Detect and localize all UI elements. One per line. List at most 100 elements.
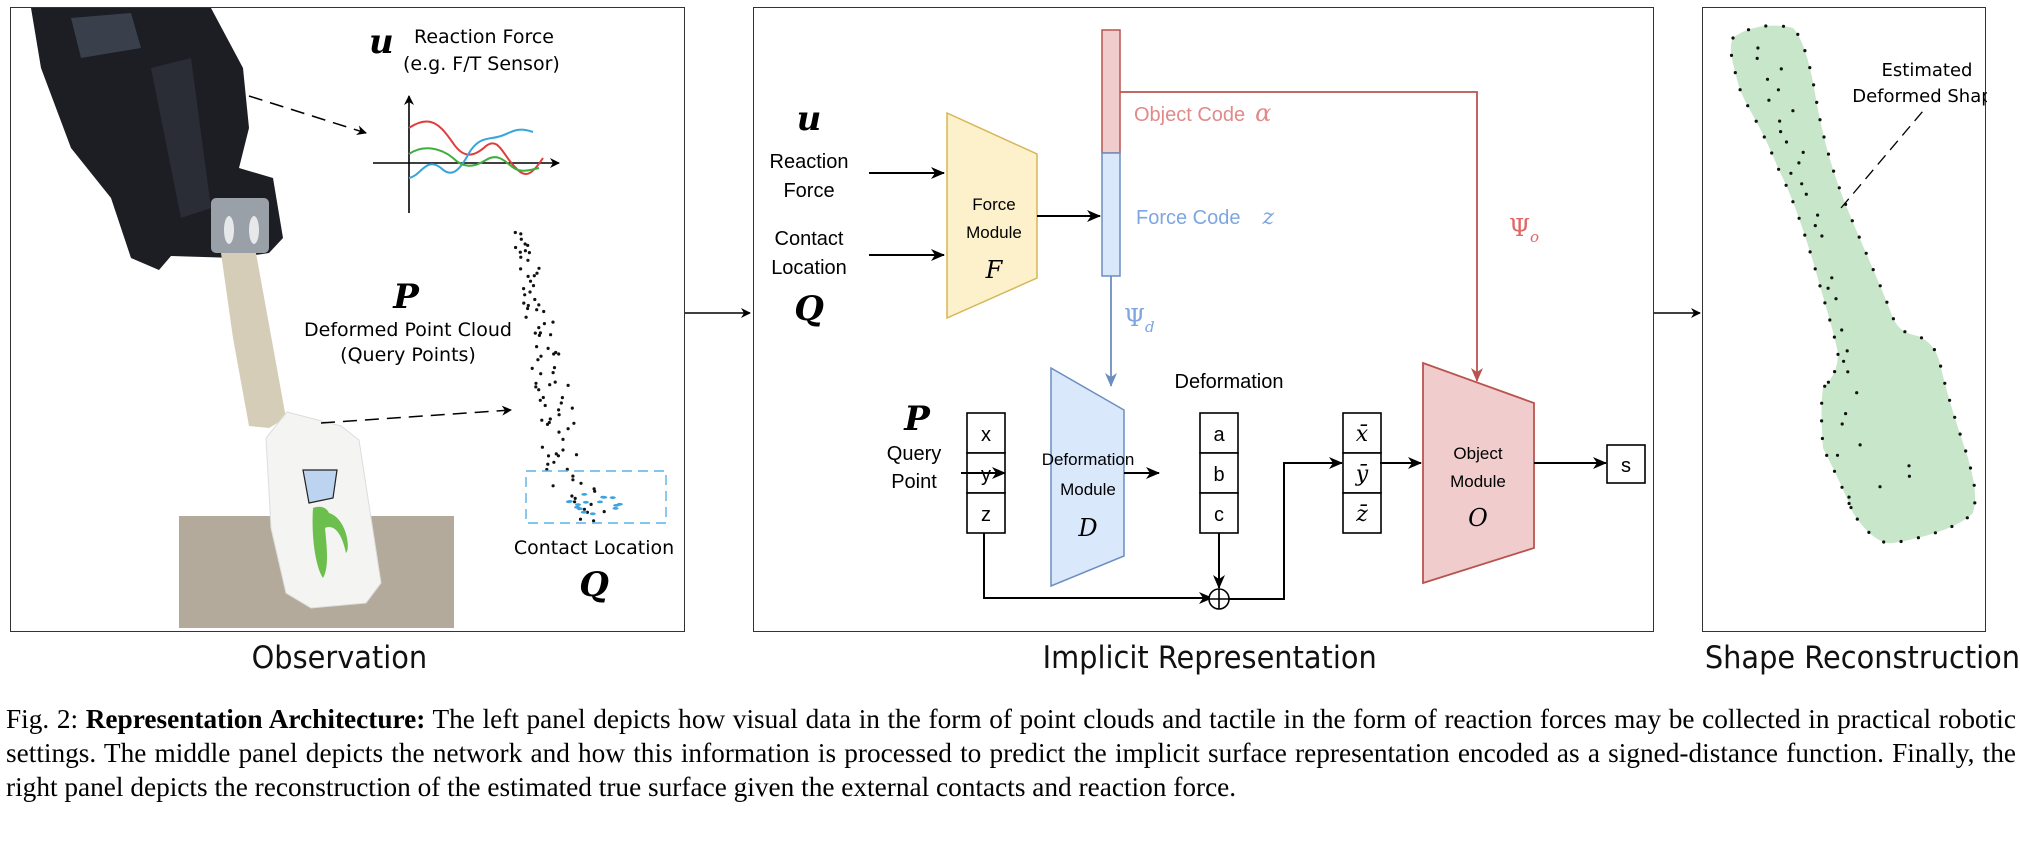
interior-point [1813,224,1817,228]
surface-point [1958,432,1962,436]
surface-point [1850,219,1854,223]
cloud-point [570,494,574,498]
surface-point [1825,453,1829,457]
cloud-point [537,326,541,330]
contact-point [581,493,588,496]
caption-body: The left panel depicts how visual data i… [6,704,2016,802]
surface-point [1885,300,1889,304]
cloud-point [552,352,556,356]
cloud-point [582,507,587,511]
cloud-point [526,306,530,311]
interior-point [1816,213,1820,217]
cloud-point [540,418,544,422]
interior-point [1779,130,1783,134]
cloud-point [514,245,518,250]
deformation-module: Deformation Module D [1042,366,1134,588]
cloud-point [542,322,547,326]
query-point-cell-label: x [981,424,991,446]
contact-point [612,507,619,510]
reconstruction-illustration: Estimated Deformed Shape [1729,24,1987,544]
figure-caption: Fig. 2: Representation Architecture: The… [6,702,2016,804]
query-point-label-2: Point [891,471,937,493]
cloud-point [557,408,561,412]
cloud-point [573,496,577,500]
cloud-point [522,287,526,291]
surface-point [1939,364,1943,368]
query-point-cell [966,412,1006,454]
surface-point [1820,419,1824,423]
cloud-point [538,398,542,402]
cloud-point [538,331,543,335]
observation-illustration: u Reaction Force (e.g. F/T Sensor) P Def… [31,8,674,628]
interior-point [1847,495,1851,499]
surface-point [1847,501,1851,506]
cloud-point [585,510,590,514]
surface-point [1818,284,1822,288]
surface-point [1832,469,1837,473]
interior-point [1776,88,1780,92]
object-code-bar [1101,29,1121,154]
surface-point [1784,183,1788,187]
cloud-point [557,413,561,417]
cloud-point [539,354,543,358]
cloud-point [561,437,565,441]
contact-point [609,496,616,499]
surface-point [1832,335,1836,339]
interior-point [1849,506,1853,510]
cloud-point [543,403,547,408]
cloud-point [572,421,576,425]
contact-point [575,503,581,506]
surface-point [1808,250,1812,254]
implicit-representation-title: Implicit Representation [1042,640,1377,676]
cloud-point [533,297,537,302]
cloud-point [523,293,527,297]
surface-point [1965,516,1969,520]
network-diagram: u Reaction Force Contact Location Q Forc… [770,29,1646,610]
deformed-point-cell [1342,492,1382,534]
interior-point [1855,391,1859,395]
cloud-point [523,242,527,246]
object-module-label-1: Object [1453,444,1502,463]
cloud-point [553,380,557,384]
cloud-point [535,271,539,275]
point-cloud-sublabel: (Query Points) [340,344,476,366]
sdf-output-cell [1606,444,1646,484]
surface-point [1813,267,1817,271]
shape-reconstruction-title: Shape Reconstruction [1704,640,2020,676]
input-q-label-1: Contact [775,228,844,250]
cloud-point [519,255,523,259]
surface-point [1933,531,1937,535]
deformation-cell-label: c [1214,504,1224,526]
cloud-point [592,519,596,523]
deformation-label: Deformation [1175,371,1284,393]
cloud-point [566,383,570,387]
object-module-label-2: Module [1450,472,1506,491]
force-dashed-arrow [248,95,367,136]
cloud-point [571,478,575,482]
cloud-point [548,383,552,387]
interior-point [1767,98,1771,102]
cloud-point [526,274,530,278]
cloud-point [554,452,558,456]
annotation-label-2: Deformed Shape [1852,86,1987,107]
surface-point [1903,330,1907,334]
interior-point [1779,67,1783,71]
surface-point [1815,100,1819,104]
cloud-point [578,517,583,521]
surface-point [1803,233,1807,237]
surface-point [1738,88,1742,92]
object-module-symbol: O [1468,504,1488,532]
surface-point [1899,539,1903,544]
surface-point [1803,49,1807,53]
cloud-point [540,445,545,449]
surface-point [1733,71,1737,75]
cloud-point [573,500,577,504]
force-signal-plot [373,95,560,213]
force-module-label-1: Force [972,195,1015,214]
deformation-cell-label: b [1213,464,1224,486]
cloud-point [534,385,538,389]
deformed-point-cloud [513,230,606,523]
interior-point [1756,46,1760,50]
cloud-point [559,401,563,405]
